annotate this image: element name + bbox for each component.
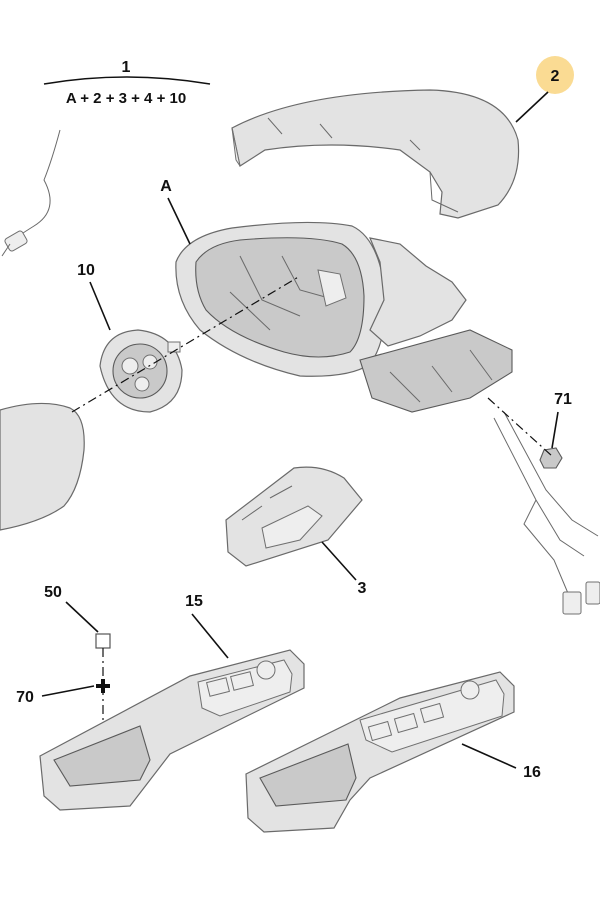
callout-3: 3 xyxy=(321,541,367,597)
svg-text:3: 3 xyxy=(358,580,367,597)
svg-text:A: A xyxy=(160,178,172,195)
heater-cable xyxy=(1,129,61,257)
callout-15: 15 xyxy=(185,593,229,659)
svg-text:16: 16 xyxy=(523,764,541,781)
svg-text:15: 15 xyxy=(185,593,203,610)
mirror-cap-part-2 xyxy=(231,89,520,219)
kit-composition-header: 1 A + 2 + 3 + 4 + 10 xyxy=(43,59,211,107)
svg-text:70: 70 xyxy=(16,689,34,706)
screw-part-70 xyxy=(96,679,110,693)
mirror-glass xyxy=(0,402,85,531)
assembly-axis xyxy=(71,275,301,413)
callout-a: A xyxy=(160,178,191,245)
mirror-housing-part-a xyxy=(175,221,513,413)
callout-50: 50 xyxy=(44,584,99,633)
switch-panel-part-16 xyxy=(245,671,515,833)
switch-panel-part-15 xyxy=(39,649,305,811)
callout-71: 71 xyxy=(551,391,572,449)
svg-text:10: 10 xyxy=(77,262,95,279)
wiring-harness xyxy=(493,411,600,615)
kit-formula-label: A + 2 + 3 + 4 + 10 xyxy=(66,90,186,107)
highlight-badge xyxy=(536,56,574,94)
kit-number-label: 1 xyxy=(122,59,131,76)
callout-16: 16 xyxy=(461,743,541,781)
callout-2: 2 xyxy=(515,56,574,123)
assembly-axis-71 xyxy=(487,397,553,457)
clip-part-50 xyxy=(95,633,111,649)
nut-part-71 xyxy=(539,447,563,469)
kit-brace xyxy=(43,76,211,85)
trim-bezel-part-3 xyxy=(225,466,363,567)
callout-10: 10 xyxy=(77,262,111,331)
svg-text:71: 71 xyxy=(554,391,572,408)
callout-70: 70 xyxy=(16,685,95,706)
svg-text:50: 50 xyxy=(44,584,62,601)
svg-text:2: 2 xyxy=(551,68,560,85)
